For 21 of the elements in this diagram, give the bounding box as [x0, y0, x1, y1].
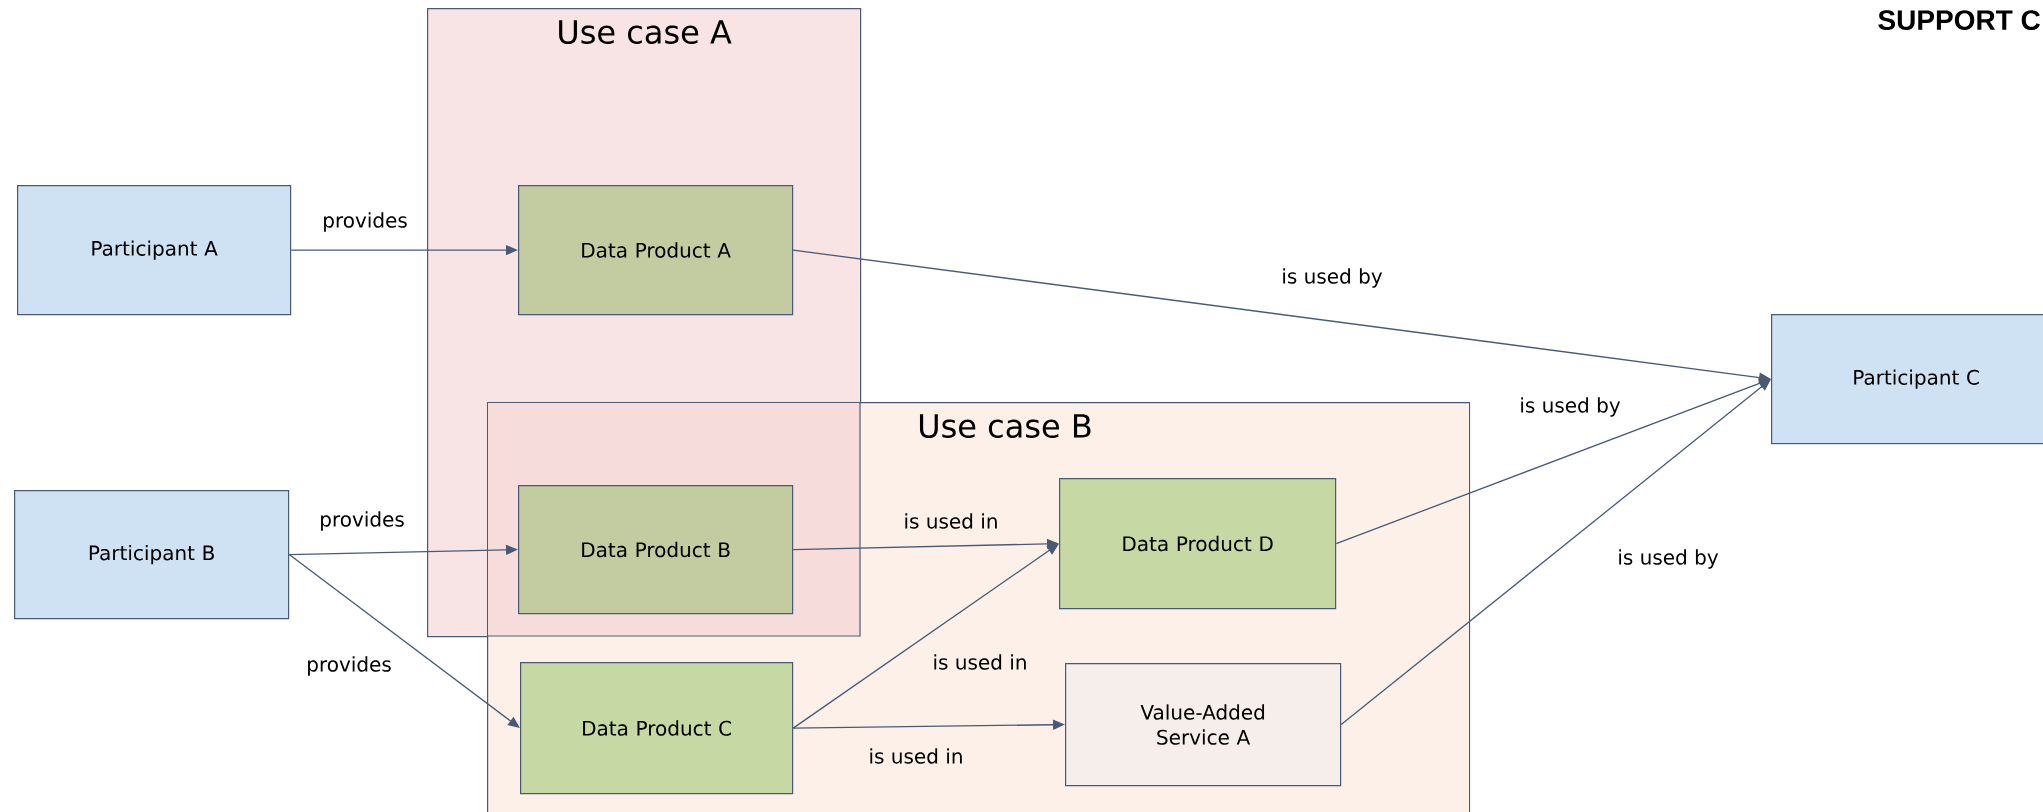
edge-label: is used in	[905, 513, 997, 529]
service-box: Value-Added Service A	[1065, 663, 1342, 787]
participant-box: Participant B	[14, 490, 290, 620]
edge-label: is used in	[934, 654, 1026, 670]
arrow	[1340, 379, 1771, 726]
participant-box: Participant C	[1771, 314, 2043, 445]
edge-label: is used in	[870, 748, 962, 764]
heading: SUPPORT C	[1878, 10, 2040, 30]
arrow	[1335, 378, 1771, 545]
data-product-box: Data Product D	[1059, 478, 1337, 610]
edge-label: provides	[321, 511, 404, 531]
edge-label: is used by	[1521, 397, 1621, 417]
edge-label: provides	[324, 212, 407, 232]
edge-label: is used by	[1283, 268, 1383, 288]
arrow	[792, 543, 1059, 729]
data-product-box: Data Product C	[520, 662, 794, 795]
edge-label: is used by	[1619, 549, 1719, 569]
data-product-box: Data Product A	[518, 185, 794, 316]
edge-label: provides	[308, 656, 391, 676]
data-product-box: Data Product B	[518, 485, 794, 615]
participant-box: Participant A	[17, 185, 292, 316]
